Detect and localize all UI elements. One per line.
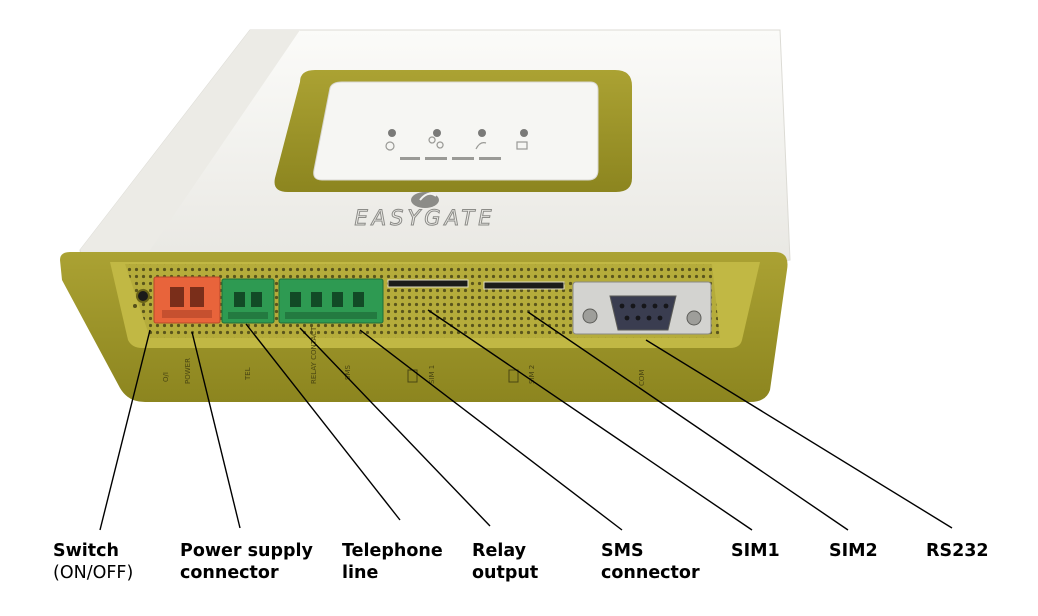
callout-sim2-title: SIM2 <box>829 541 878 561</box>
callout-sms: SMS connector <box>601 540 700 584</box>
logo-text: EASYGATE <box>355 206 496 230</box>
callout-relay: Relay output <box>472 540 538 584</box>
sim1-slot <box>387 279 469 288</box>
marking-sms: SMS <box>344 365 352 380</box>
callout-relay-title: Relay <box>472 541 527 561</box>
sim2-slot <box>483 281 565 290</box>
marking-sim2: SIM 2 <box>528 365 536 384</box>
callout-sim2: SIM2 <box>829 540 878 562</box>
callout-power-sub: connector <box>180 563 279 583</box>
leader-sim1 <box>427 309 753 531</box>
callout-telephone: Telephone line <box>342 540 443 584</box>
marking-sim1: SIM 1 <box>428 365 436 384</box>
callout-power: Power supply connector <box>180 540 313 584</box>
callout-sim1-title: SIM1 <box>731 541 780 561</box>
callout-sms-sub: connector <box>601 563 700 583</box>
leader-sms <box>359 329 623 531</box>
callout-telephone-title: Telephone <box>342 541 443 561</box>
power-switch <box>136 289 150 303</box>
display-panel <box>313 81 599 181</box>
callout-sim1: SIM1 <box>731 540 780 562</box>
leader-power <box>191 331 241 529</box>
callout-relay-sub: output <box>472 563 539 583</box>
sim2-marking-icon <box>508 369 519 383</box>
marking-com: COM <box>638 370 646 386</box>
marking-power: POWER <box>184 358 192 384</box>
leader-switch <box>99 329 151 531</box>
device-side-shade <box>80 30 300 250</box>
callout-rs232: RS232 <box>926 540 989 562</box>
leader-lines <box>99 309 953 531</box>
marking-switch: O/I <box>162 372 170 382</box>
network-icon <box>428 136 444 149</box>
power-supply-connector <box>153 276 221 324</box>
led-network <box>433 129 441 137</box>
marking-tel: TEL <box>244 367 252 381</box>
telephone-icon <box>475 142 487 150</box>
message-icon <box>516 141 528 150</box>
power-icon <box>385 141 395 151</box>
led-telephone <box>478 129 486 137</box>
rs232-connector <box>572 281 712 335</box>
led-message <box>520 129 528 137</box>
easygate-logo: EASYGATE <box>354 192 496 231</box>
callout-switch-title: Switch <box>53 541 119 561</box>
callout-sms-title: SMS <box>601 541 644 561</box>
signal-bars <box>400 157 501 160</box>
led-power <box>388 129 396 137</box>
leader-sim2 <box>527 311 849 531</box>
telephone-connector <box>221 278 275 324</box>
marking-relay: RELAY CONTACT <box>310 326 318 384</box>
leader-rs232 <box>645 339 953 529</box>
callout-switch-sub: (ON/OFF) <box>53 563 134 583</box>
callout-power-title: Power supply <box>180 541 313 561</box>
callout-switch: Switch (ON/OFF) <box>53 540 133 584</box>
leader-relay <box>299 327 491 527</box>
callout-rs232-title: RS232 <box>926 541 989 561</box>
leader-telephone <box>245 323 401 521</box>
relay-output-connector <box>278 278 384 324</box>
callout-telephone-sub: line <box>342 563 379 583</box>
